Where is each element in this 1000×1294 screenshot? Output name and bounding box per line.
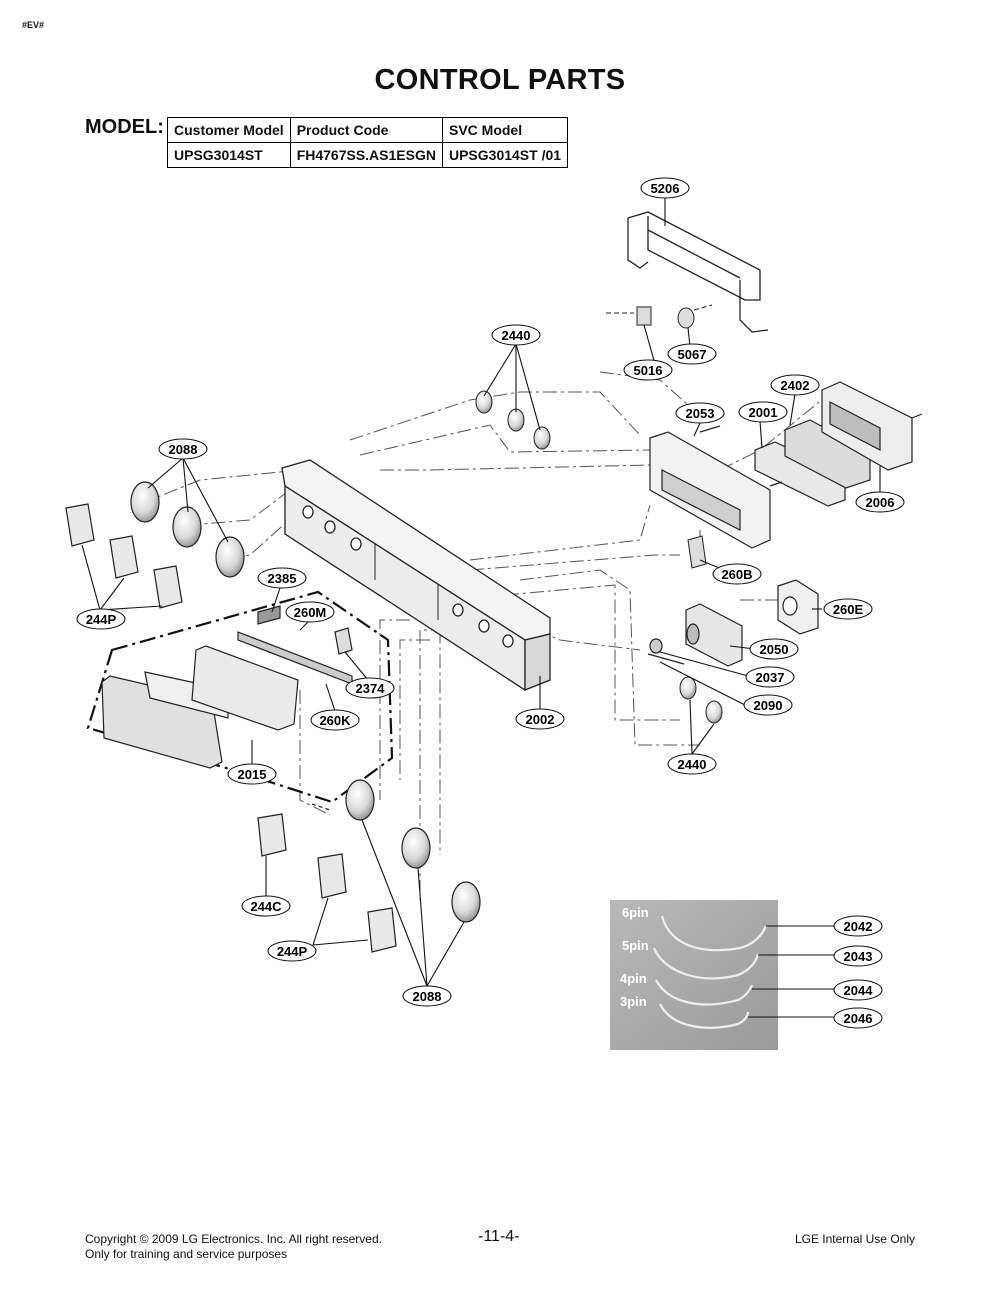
callout-label: 2044 [844,983,874,998]
callout-label: 260E [833,602,864,617]
encoder-assembly [647,579,819,667]
document-tag: #EV# [22,20,45,30]
callout-244C: 244C [241,895,291,917]
callout-label: 2037 [756,670,785,685]
callout-2042: 2042 [833,915,883,937]
callout-2037: 2037 [745,666,795,688]
callout-2374: 2374 [345,677,395,699]
callout-2088-top: 2088 [158,438,208,460]
callout-244P-left: 244P [76,608,126,630]
harness-pin-label: 4pin [620,971,647,986]
callout-label: 2053 [686,406,715,421]
knobs-upper-left [65,481,245,609]
callout-label: 2440 [502,328,531,343]
footer-copyright: Copyright © 2009 LG Electronics. Inc. Al… [85,1232,382,1262]
callout-label: 244P [86,612,117,627]
callout-260M: 260M [285,601,335,623]
clip-5016-and-sensor-5067 [606,304,713,329]
callout-label: 2006 [866,495,895,510]
callout-5067: 5067 [667,343,717,365]
model-table-value-row: UPSG3014ST FH4767SS.AS1ESGN UPSG3014ST /… [167,142,569,168]
page-number: -11-4- [478,1228,520,1245]
harness-pin-label: 6pin [622,905,649,920]
callout-2015: 2015 [227,763,277,785]
callout-5206: 5206 [640,177,690,199]
callout-260E: 260E [823,598,873,620]
callout-label: 2374 [356,681,386,696]
page-title: CONTROL PARTS [374,64,626,96]
callout-260K: 260K [310,709,360,731]
wire-harness-photo: 6pin 5pin 4pin 3pin [610,900,834,1050]
callout-label: 5206 [651,181,680,196]
callout-2440-top: 2440 [491,324,541,346]
model-label: MODEL: [85,116,164,138]
callout-2440-bottom: 2440 [667,753,717,775]
callout-label: 260B [721,567,752,582]
callout-5016: 5016 [623,359,673,381]
callout-2050: 2050 [749,638,799,660]
callout-label: 2402 [781,378,810,393]
model-table-cell: UPSG3014ST [167,142,291,168]
internal-use-note: LGE Internal Use Only [794,1232,915,1246]
callout-244P-bottom: 244P [267,940,317,962]
usage-note: Only for training and service purposes [85,1247,288,1261]
model-table-header: SVC Model [441,117,569,143]
callout-label: 2001 [749,405,778,420]
callout-label: 2090 [754,698,783,713]
callout-2044: 2044 [833,979,883,1001]
callout-label: 5016 [634,363,663,378]
knob-2440-group-bottom [679,676,723,724]
model-table: Customer Model Product Code SVC Model UP… [167,117,569,168]
callout-label: 2385 [268,571,297,586]
callout-label: 2440 [678,757,707,772]
model-table-header: Product Code [289,117,443,143]
callout-label: 244P [277,944,308,959]
callout-2046: 2046 [833,1007,883,1029]
callouts: 5206 2440 5067 5016 2402 2053 2001 2088 … [76,177,905,1029]
callout-label: 2002 [526,712,555,727]
callout-2053: 2053 [675,402,725,424]
callout-2090: 2090 [743,694,793,716]
callout-2001: 2001 [738,401,788,423]
knob-2440-group-top [475,390,551,450]
callout-label: 5067 [678,347,707,362]
knobs-bottom [257,779,481,953]
callout-label: 260K [319,713,351,728]
callout-260B: 260B [712,563,762,585]
callout-label: 2050 [760,642,789,657]
callout-label: 2042 [844,919,873,934]
switch-260B [687,535,707,569]
model-table-cell: UPSG3014ST /01 [441,142,569,168]
callout-2385: 2385 [257,567,307,589]
callout-2002: 2002 [515,708,565,730]
callout-label: 244C [250,899,282,914]
copyright-text: Copyright © 2009 LG Electronics. Inc. Al… [85,1232,382,1246]
callout-2043: 2043 [833,945,883,967]
model-table-cell: FH4767SS.AS1ESGN [289,142,443,168]
callout-2088-bottom: 2088 [402,985,452,1007]
model-table-header-row: Customer Model Product Code SVC Model [167,117,569,143]
callout-label: 260M [294,605,327,620]
harness-pin-label: 5pin [622,938,649,953]
control-panel-2002 [281,459,551,692]
assembly-2015-parts [101,605,353,769]
callout-label: 2015 [238,767,267,782]
mounting-bracket-5206 [627,211,769,333]
display-assembly [649,381,923,549]
callout-2006: 2006 [855,491,905,513]
callout-label: 2046 [844,1011,873,1026]
harness-pin-label: 3pin [620,994,647,1009]
callout-label: 2088 [413,989,442,1004]
model-table-header: Customer Model [167,117,291,143]
callout-2402: 2402 [770,374,820,396]
callout-label: 2043 [844,949,873,964]
callout-label: 2088 [169,442,198,457]
